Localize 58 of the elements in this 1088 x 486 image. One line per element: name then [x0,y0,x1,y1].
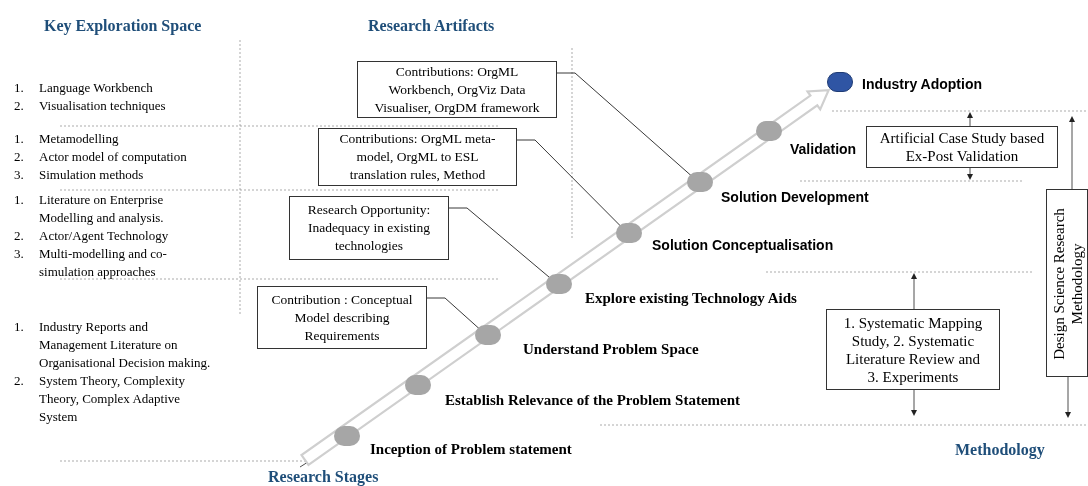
list-item: Actor/Agent Technology [39,227,169,245]
leader-line [426,297,481,330]
stage-marker [616,223,642,243]
node-text: Contribution : Conceptual Model describing Requirements [270,290,414,345]
stage-marker [687,172,713,192]
list-number: 2. [14,372,25,390]
stage-label: Validation [790,140,857,159]
stage-label: Solution Development [721,188,869,207]
stage-marker [475,325,501,345]
milestone-marker [827,72,853,92]
list-item: Language Workbench [39,79,153,97]
stage-label: Establish Relevance of the Problem Statement [445,391,741,410]
section-heading: Key Exploration Space [44,16,202,37]
section-heading: Research Stages [268,467,379,486]
list-number: 3. [14,166,25,184]
methodology-box [1046,189,1088,377]
node-text: Contributions: OrgML Workbench, OrgViz Data Visualiser, OrgDM framework [373,62,541,117]
stage-label: Explore existing Technology Aids [585,289,797,308]
node-text: Design Science Research Methodology [1050,207,1086,362]
list-item: Actor model of computation [39,148,187,166]
node-text: Artificial Case Study based Ex-Post Validation [878,129,1046,165]
artifact-box [257,286,427,349]
leader-line [516,139,622,228]
list-item: Metamodelling [39,130,119,148]
list-item: Multi-modelling and co-simulation approaches [39,245,168,281]
method-box [826,309,1000,390]
list-number: 2. [14,148,25,166]
list-item: Visualisation techniques [39,97,166,115]
list-number: 1. [14,318,25,336]
artifact-box [289,196,449,260]
list-number: 3. [14,245,25,263]
artifact-box [357,61,557,118]
node-text: Research Opportunity: Inadequacy in existing technologies [306,201,432,255]
leader-line [448,207,551,279]
artifact-box [318,128,517,186]
method-box [866,126,1058,168]
leader-line [556,72,693,177]
stage-marker [334,426,360,446]
stage-marker [405,375,431,395]
list-number: 1. [14,79,25,97]
list-number: 2. [14,227,25,245]
list-number: 2. [14,97,25,115]
stage-label: Industry Adoption [862,75,983,94]
section-heading: Methodology [955,440,1045,461]
stage-label: Solution Conceptualisation [652,236,834,255]
list-item: Industry Reports and Management Literature on Organisational Decision making. [39,318,212,372]
stage-marker [546,274,572,294]
list-number: 1. [14,191,25,209]
section-heading: Research Artifacts [368,16,495,36]
list-item: System Theory, Complexity Theory, Complex Adaptive System [39,372,186,426]
node-text: Contributions: OrgML meta-model, OrgML to ESL translation rules, Method [338,130,497,184]
list-item: Simulation methods [39,166,144,184]
stage-label: Understand Problem Space [523,340,699,359]
list-item: Literature on Enterprise Modelling and analysis. [39,191,165,227]
node-text: 1. Systematic Mapping Study, 2. Systematic Literature Review and 3. Experiments [842,313,984,386]
stage-marker [756,121,782,141]
list-number: 1. [14,130,25,148]
stage-label: Inception of Problem statement [370,440,572,459]
